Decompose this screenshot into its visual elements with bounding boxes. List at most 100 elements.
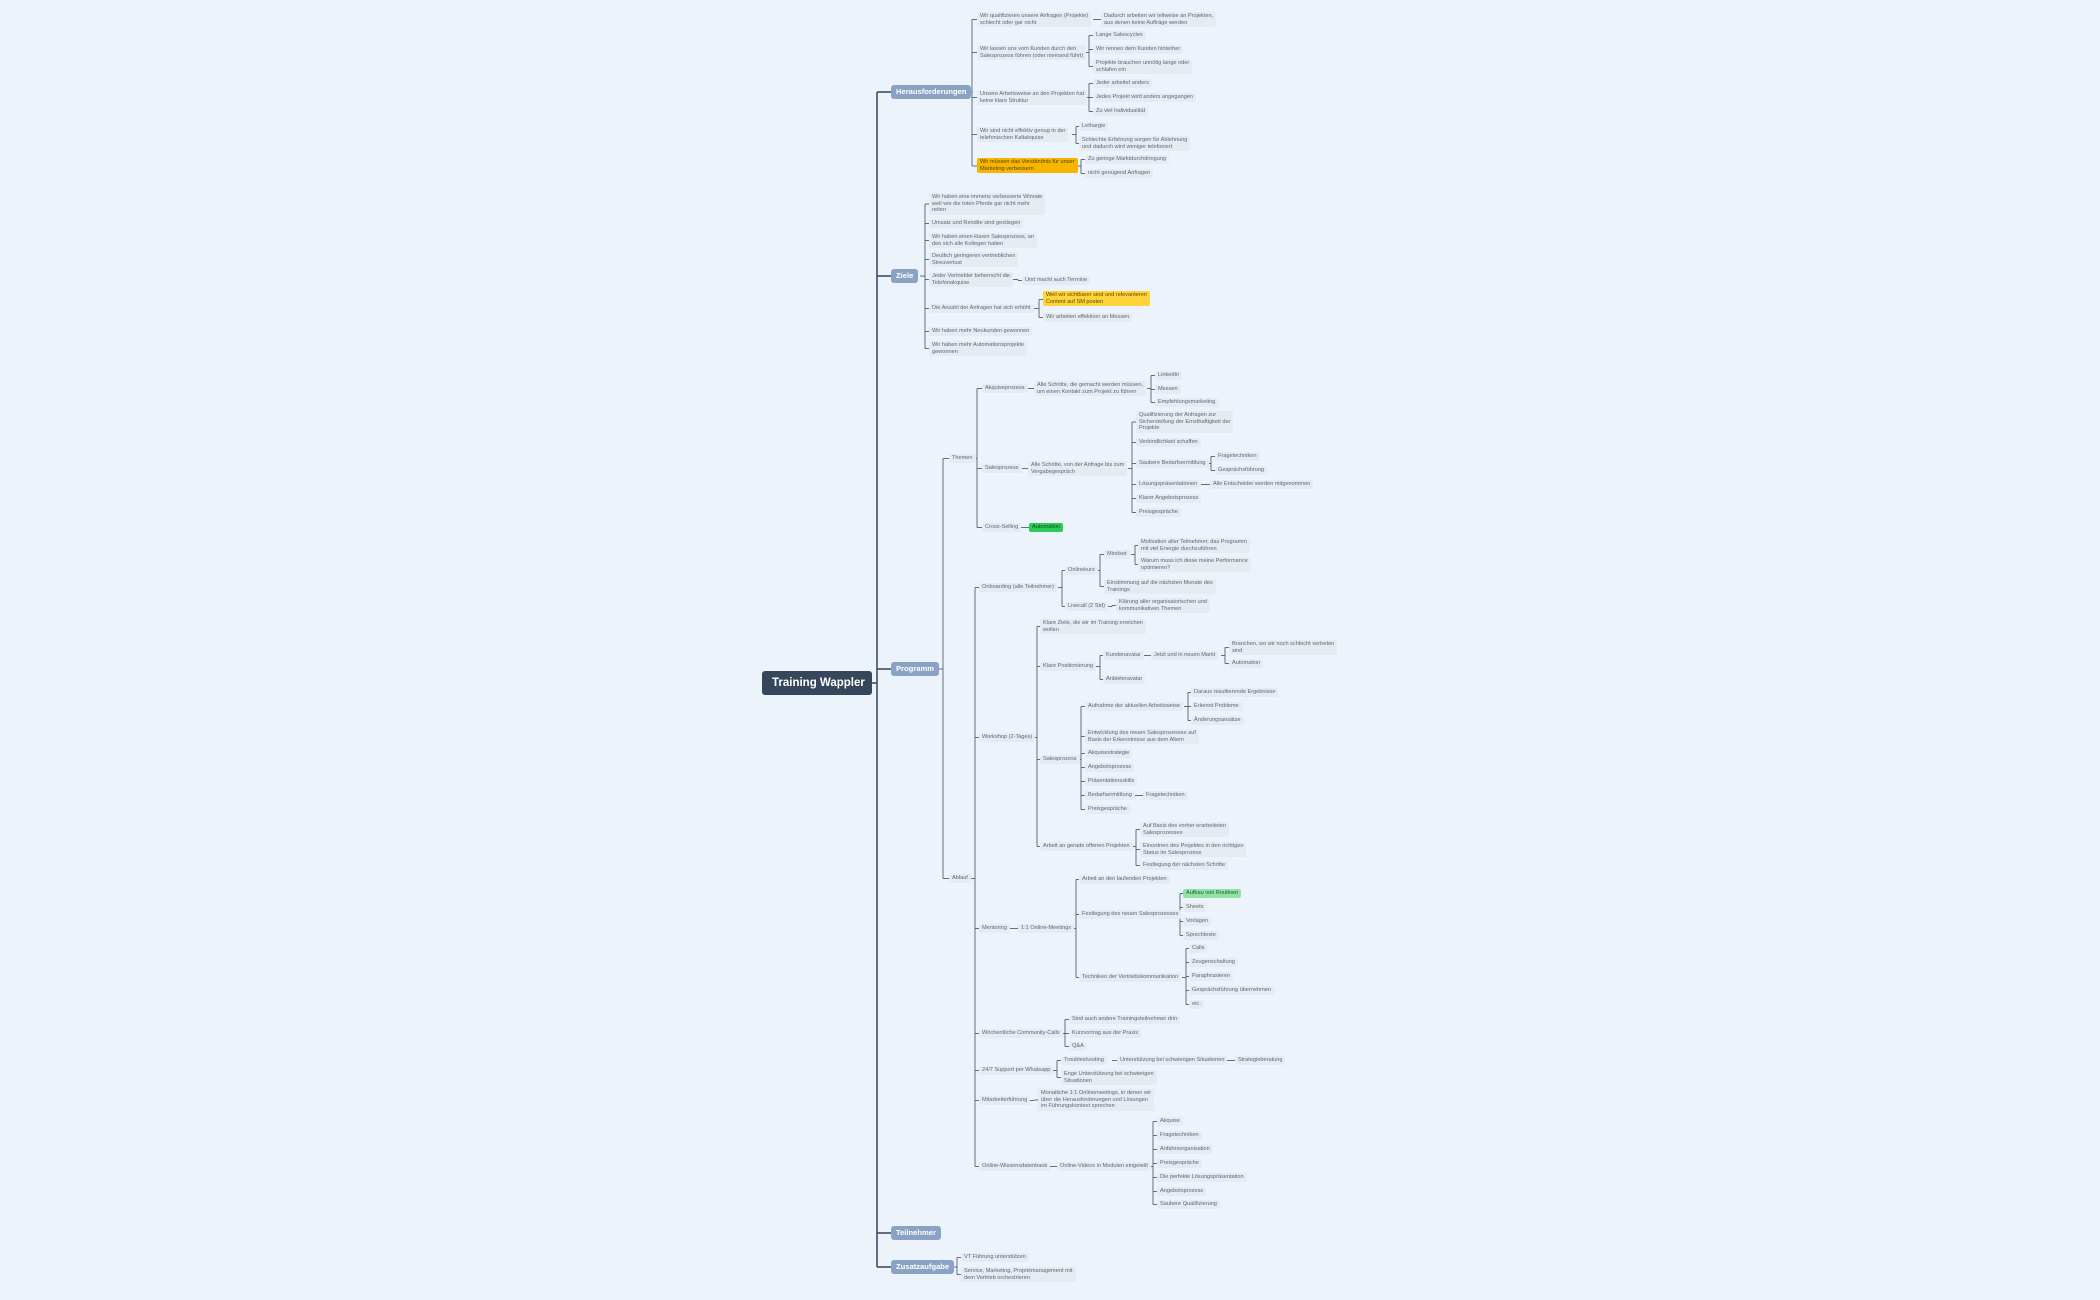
mindmap-node[interactable]: Aufnahme der aktuellen Arbeitsweise xyxy=(1085,702,1184,711)
root-node[interactable]: Training Wappler xyxy=(762,671,872,695)
mindmap-node[interactable]: Änderungsansätze xyxy=(1191,716,1244,725)
mindmap-node[interactable]: Wir haben eine immens verbesserte Winrat… xyxy=(929,193,1046,215)
mindmap-node[interactable]: Wir rennen dem Kunden hinterher xyxy=(1093,45,1184,54)
mindmap-node[interactable]: Preisgespräche xyxy=(1085,805,1130,814)
mindmap-node[interactable]: Fragetechniken xyxy=(1143,791,1188,800)
mindmap-node[interactable]: Kurzvortrag aus der Praxis xyxy=(1069,1029,1142,1038)
mindmap-node[interactable]: Salesprozess xyxy=(982,464,1022,473)
mindmap-node[interactable]: Fragetechniken xyxy=(1157,1131,1202,1140)
mindmap-node[interactable]: Techniken der Vertriebskommunikation xyxy=(1079,973,1182,982)
mindmap-node[interactable]: Wir arbeiten effektiver an Messen xyxy=(1043,313,1133,322)
mindmap-node[interactable]: Service, Marketing, Projektmanagement mi… xyxy=(961,1267,1076,1283)
mindmap-node[interactable]: Aufbau von Routinen xyxy=(1183,889,1242,898)
mindmap-node[interactable]: Verbindlichkeit schaffen xyxy=(1136,438,1201,447)
mindmap-node[interactable]: Die Anzahl der Anfragen hat sich erhöht xyxy=(929,304,1034,313)
mindmap-node[interactable]: LinkedIn xyxy=(1155,371,1183,380)
mindmap-node[interactable]: Wöchentliche Community-Calls xyxy=(979,1029,1063,1038)
mindmap-node[interactable]: Arbeit an den laufenden Projekten xyxy=(1079,875,1170,884)
mindmap-node[interactable]: Anfahrsorganisation xyxy=(1157,1145,1213,1154)
mindmap-node[interactable]: Zu geringe Marktdurchdringung xyxy=(1085,155,1170,164)
mindmap-node[interactable]: Themen xyxy=(949,454,976,463)
mindmap-node[interactable]: Klarer Angebotsprozess xyxy=(1136,494,1202,503)
mindmap-node[interactable]: Schlechte Erfahrung sorgen für Ablehnung… xyxy=(1079,136,1191,152)
mindmap-node[interactable]: Saubere Qualifizierung xyxy=(1157,1200,1220,1209)
mindmap-node[interactable]: Online-Videos in Modulen eingeteilt xyxy=(1057,1162,1151,1171)
mindmap-node[interactable]: Unterstützung bei schwierigen Situatione… xyxy=(1117,1056,1228,1065)
mindmap-node[interactable]: Paraphrasieren xyxy=(1189,972,1234,981)
mindmap-node[interactable]: Klare Ziele, die wir im Training erreich… xyxy=(1040,619,1146,635)
mindmap-node[interactable]: Und macht auch Termine xyxy=(1022,276,1091,285)
mindmap-node[interactable]: Klare Positionierung xyxy=(1040,662,1097,671)
mindmap-node[interactable]: Automation xyxy=(1029,523,1064,532)
mindmap-node[interactable]: 1:1 Online-Meetings xyxy=(1018,924,1075,933)
mindmap-node[interactable]: Lethargie xyxy=(1079,122,1109,131)
mindmap-node[interactable]: Bedarfsermittlung xyxy=(1085,791,1135,800)
mindmap-node[interactable]: Anbieteravatar xyxy=(1103,675,1146,684)
mindmap-node[interactable]: Festlegung des neuen Salesprozesses xyxy=(1079,910,1182,919)
mindmap-node[interactable]: Mitarbeiterführung xyxy=(979,1096,1031,1105)
mindmap-node[interactable]: Angebotsprozess xyxy=(1085,763,1135,772)
mindmap-node[interactable]: Branchen, wo wir noch schlecht vertreten… xyxy=(1229,640,1338,656)
mindmap-node[interactable]: Wir qualifizieren unsere Anfragen (Proje… xyxy=(977,12,1092,28)
mindmap-node[interactable]: Motivation aller Teilnehmer, das Program… xyxy=(1138,538,1250,554)
mindmap-node[interactable]: Ablauf xyxy=(949,874,971,883)
mindmap-node[interactable]: Die perfekte Lösungspräsentation xyxy=(1157,1173,1247,1182)
mindmap-node[interactable]: Alle Entscheider werden mitgenommen xyxy=(1210,480,1314,489)
mindmap-node[interactable]: Zeugenschaltung xyxy=(1189,958,1238,967)
mindmap-node[interactable]: Arbeit an gerade offenen Projekten xyxy=(1040,842,1133,851)
mindmap-node[interactable]: Vorlagen xyxy=(1183,917,1212,926)
mindmap-node[interactable]: Mindset xyxy=(1104,550,1130,559)
mindmap-node[interactable]: Umsatz und Rendite sind gestiegen xyxy=(929,219,1024,228)
mindmap-node[interactable]: Cross-Selling xyxy=(982,523,1022,532)
mindmap-node[interactable]: Preisgespräche xyxy=(1136,508,1181,517)
mindmap-node[interactable]: Jedes Projekt wird anders angegangen xyxy=(1093,93,1197,102)
mindmap-node[interactable]: Empfehlungsmarketing xyxy=(1155,398,1219,407)
mindmap-node[interactable]: nicht genügend Anfragen xyxy=(1085,169,1154,178)
mindmap-node[interactable]: etc. xyxy=(1189,1000,1205,1009)
mindmap-node[interactable]: Online-Wissensdatenbank xyxy=(979,1162,1051,1171)
main-branch-zusatzaufgabe[interactable]: Zusatzaufgabe xyxy=(891,1260,955,1274)
mindmap-node[interactable]: Alle Schritte, die gemacht werden müssen… xyxy=(1034,381,1147,397)
main-branch-herausforderungen[interactable]: Herausforderungen xyxy=(891,85,972,99)
mindmap-node[interactable]: Wir haben mehr Neukunden gewonnen xyxy=(929,327,1033,336)
mindmap-node[interactable]: Akquise xyxy=(1157,1117,1183,1126)
mindmap-node[interactable]: Weil wir sichtbarer sind und relevantere… xyxy=(1043,291,1150,307)
mindmap-node[interactable]: Gesprächsführung xyxy=(1215,466,1268,475)
mindmap-node[interactable]: Daraus resultierende Ergebnisse xyxy=(1191,688,1279,697)
mindmap-node[interactable]: Einordnen des Projektes in den richtigen… xyxy=(1140,842,1247,858)
mindmap-node[interactable]: Salesprozess xyxy=(1040,755,1080,764)
mindmap-node[interactable]: Fragetechniken xyxy=(1215,452,1260,461)
mindmap-node[interactable]: Q&A xyxy=(1069,1042,1087,1051)
mindmap-node[interactable]: Akquisestrategie xyxy=(1085,749,1133,758)
mindmap-node[interactable]: Dadurch arbeiten wir teilweise an Projek… xyxy=(1101,12,1217,28)
mindmap-node[interactable]: Festlegung der nächsten Schritte xyxy=(1140,861,1229,870)
mindmap-node[interactable]: Erkennt Probleme xyxy=(1191,702,1242,711)
mindmap-node[interactable]: Zu viel Individualität xyxy=(1093,107,1149,116)
mindmap-node[interactable]: Saubere Bedarfsermittlung xyxy=(1136,459,1209,468)
mindmap-node[interactable]: Calls xyxy=(1189,944,1208,953)
mindmap-node[interactable]: Präsentationsskills xyxy=(1085,777,1138,786)
mindmap-node[interactable]: Troubleshooting xyxy=(1061,1056,1107,1065)
mindmap-node[interactable]: Akquiseprozess xyxy=(982,384,1028,393)
mindmap-node[interactable]: Sheets xyxy=(1183,903,1207,912)
mindmap-node[interactable]: Livecall (2 Std) xyxy=(1065,602,1108,611)
mindmap-node[interactable]: 24/7 Support per Whatsapp xyxy=(979,1066,1054,1075)
main-branch-programm[interactable]: Programm xyxy=(891,662,939,676)
mindmap-node[interactable]: Unsere Arbeitsweise an den Projekten hat… xyxy=(977,90,1088,106)
main-branch-teilnehmer[interactable]: Teilnehmer xyxy=(891,1226,941,1240)
mindmap-node[interactable]: Messen xyxy=(1155,385,1181,394)
mindmap-node[interactable]: Sind auch andere Trainingsteilnehmer dri… xyxy=(1069,1015,1181,1024)
mindmap-node[interactable]: Jetzt und in neuen Markt xyxy=(1151,651,1219,660)
